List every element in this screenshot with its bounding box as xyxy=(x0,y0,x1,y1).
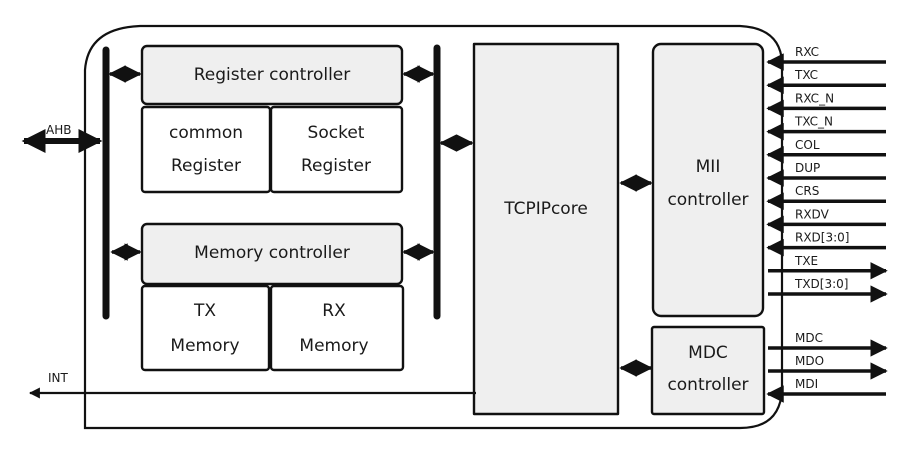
svg-text:Register: Register xyxy=(171,156,241,176)
mii-controller: MII controller xyxy=(651,42,765,318)
svg-text:common: common xyxy=(169,123,243,143)
svg-text:Register: Register xyxy=(301,156,371,176)
signal-label: CRS xyxy=(795,184,819,198)
signal-label: MDI xyxy=(795,377,818,391)
socket-register: Socket Register xyxy=(269,105,404,194)
signal-label: TXC_N xyxy=(794,115,833,129)
signal-label: COL xyxy=(795,138,820,152)
mdc-signal-group: MDC MDO MDI xyxy=(766,331,888,403)
svg-text:Memory controller: Memory controller xyxy=(194,243,350,263)
signal-label: TXE xyxy=(794,254,818,268)
common-register: common Register xyxy=(140,105,272,194)
svg-text:MDC: MDC xyxy=(688,343,728,363)
register-controller: Register controller xyxy=(140,44,404,106)
svg-text:TX: TX xyxy=(193,301,216,321)
svg-text:MII: MII xyxy=(696,157,721,177)
svg-text:Memory: Memory xyxy=(299,336,368,356)
signal-label: RXD[3:0] xyxy=(795,231,849,245)
memory-controller: Memory controller xyxy=(140,222,404,286)
svg-text:Register controller: Register controller xyxy=(194,65,351,85)
svg-text:controller: controller xyxy=(667,375,748,395)
svg-text:Memory: Memory xyxy=(170,336,239,356)
ahb-label: AHB xyxy=(46,123,71,137)
tx-memory: TX Memory xyxy=(140,284,271,372)
signal-label: TXC xyxy=(794,68,818,82)
signal-label: TXD[3:0] xyxy=(794,277,848,291)
tcpip-core: TCPIPcore xyxy=(472,42,620,416)
signal-label: RXC_N xyxy=(795,91,834,105)
svg-text:TCPIPcore: TCPIPcore xyxy=(503,199,588,219)
svg-text:RX: RX xyxy=(322,301,346,321)
mii-signal-group: RXC TXC RXC_N TXC_N COL DUP CRS RXDV RXD[3:0] TXE… xyxy=(766,45,888,303)
svg-text:controller: controller xyxy=(667,190,748,210)
rx-memory: RX Memory xyxy=(269,284,405,372)
int-label: INT xyxy=(48,371,69,385)
signal-label: RXDV xyxy=(795,207,830,221)
signal-label: MDO xyxy=(795,354,824,368)
svg-text:Socket: Socket xyxy=(308,123,365,143)
mdc-controller: MDC controller xyxy=(650,325,766,416)
signal-label: DUP xyxy=(795,161,820,175)
signal-label: RXC xyxy=(795,45,819,59)
signal-label: MDC xyxy=(795,331,823,345)
